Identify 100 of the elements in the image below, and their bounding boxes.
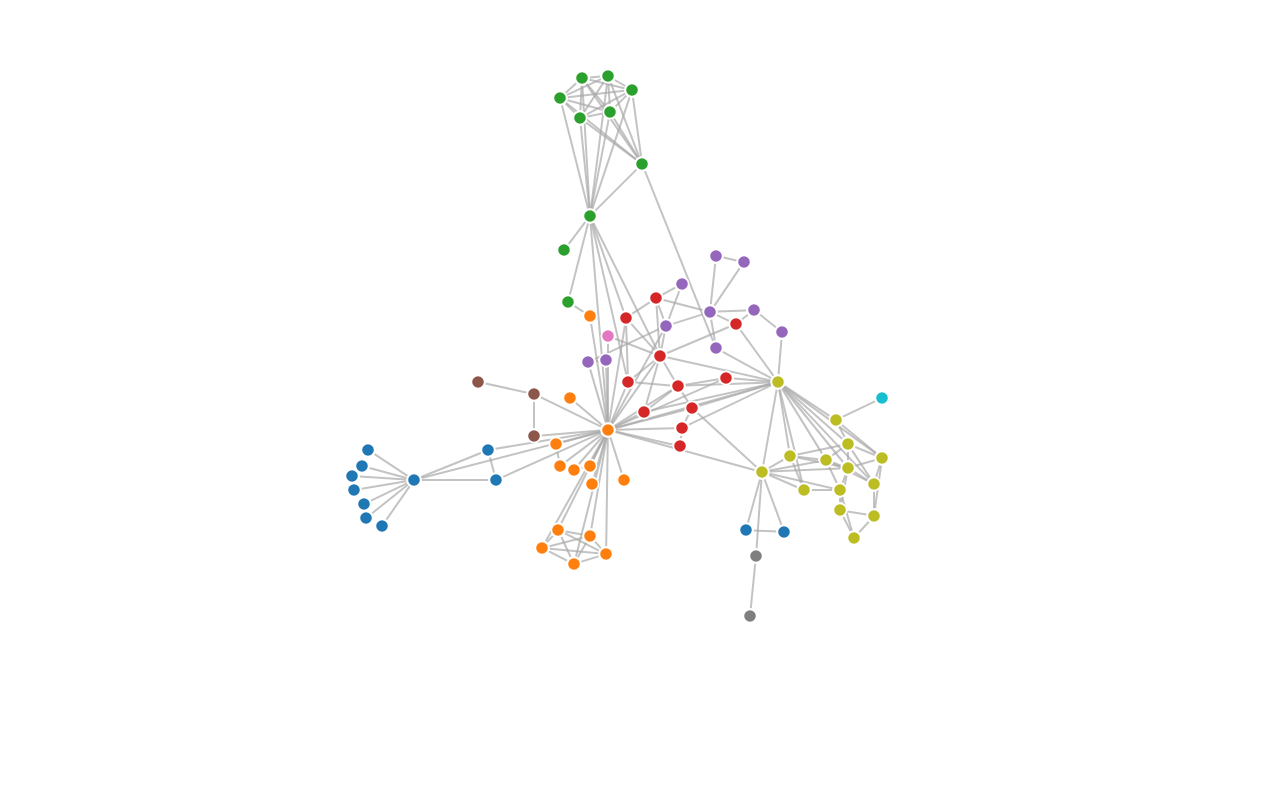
graph-edge (713, 267, 741, 307)
graph-node (708, 340, 724, 356)
graph-edge (667, 290, 681, 320)
graph-edge (722, 256, 738, 262)
graph-edge (565, 433, 603, 463)
graph-edge (502, 432, 602, 478)
graph-edge (594, 168, 638, 212)
graph-edge (759, 313, 777, 329)
graph-node (782, 448, 798, 464)
graph-edge (588, 78, 626, 90)
graph-edge (755, 478, 763, 550)
graph-node (828, 412, 844, 428)
graph-node (562, 390, 578, 406)
graph-edge (594, 328, 660, 360)
graph-node (582, 528, 598, 544)
graph-edge (567, 221, 587, 245)
graph-edge (732, 377, 772, 383)
graph-edge (370, 482, 408, 502)
graph-edge (591, 222, 625, 312)
graph-edge (828, 466, 838, 484)
graph-edge (590, 82, 608, 210)
graph-node (360, 442, 376, 458)
graph-edge (831, 447, 843, 457)
graph-edge (614, 431, 756, 471)
graph-edge (632, 96, 642, 158)
graph-edge (590, 322, 608, 424)
graph-node (580, 354, 596, 370)
graph-edge (796, 456, 842, 468)
graph-node (560, 294, 576, 310)
graph-edge (609, 436, 623, 474)
graph-node (674, 276, 690, 292)
graph-edge (741, 313, 749, 321)
graph-node (582, 458, 598, 474)
graph-node (684, 400, 700, 416)
graph-edge (544, 435, 606, 543)
graph-node (344, 468, 360, 484)
graph-node (552, 458, 568, 474)
graph-edge (578, 435, 604, 465)
graph-edge (566, 78, 602, 96)
graph-edge (590, 222, 628, 376)
graph-node (748, 548, 764, 564)
graph-edge (548, 547, 600, 555)
graph-node (600, 68, 616, 84)
graph-edge (564, 530, 584, 536)
graph-edge (593, 436, 607, 478)
graph-edge (684, 381, 772, 387)
graph-edge (781, 387, 823, 455)
graph-edge (564, 532, 600, 552)
graph-edge (672, 313, 704, 325)
graph-edge (679, 434, 683, 440)
graph-edge (716, 314, 730, 322)
graph-node (548, 436, 564, 452)
graph-edge (842, 400, 876, 418)
graph-node (746, 302, 762, 318)
graph-node (346, 482, 362, 498)
graph-edge (810, 489, 834, 491)
graph-edge (580, 555, 600, 563)
graph-edge (560, 436, 606, 524)
graph-edge (420, 431, 602, 479)
graph-edge (560, 536, 572, 558)
graph-edge (614, 380, 720, 428)
graph-edge (840, 474, 848, 504)
graph-edge (696, 412, 758, 468)
graph-edge (608, 324, 626, 424)
graph-edge (585, 92, 627, 116)
graph-edge (591, 96, 631, 210)
graph-edge (874, 464, 882, 510)
graph-edge (590, 436, 608, 530)
graph-edge (768, 460, 820, 472)
graph-edge (579, 124, 591, 210)
graph-edge (605, 436, 609, 548)
graph-edge (360, 480, 408, 490)
graph-edge (561, 104, 589, 210)
graph-edge (875, 464, 881, 478)
graph-edge (661, 286, 677, 296)
graph-edge (614, 337, 654, 355)
graph-node (550, 522, 566, 538)
graph-node (598, 546, 614, 562)
graph-node (600, 422, 616, 438)
graph-edge (420, 479, 490, 481)
graph-edge (851, 449, 871, 479)
graph-edge (721, 350, 773, 380)
graph-edge (777, 338, 783, 376)
graph-edge (657, 304, 665, 320)
graph-node (672, 438, 688, 454)
graph-edge (716, 309, 748, 313)
graph-edge (644, 170, 714, 342)
graph-node (796, 482, 812, 498)
graph-node (674, 420, 690, 436)
graph-edge (858, 520, 870, 534)
graph-edge (573, 305, 585, 313)
graph-node (846, 530, 862, 546)
graph-edge (358, 475, 408, 481)
graph-node (582, 308, 598, 324)
graph-edge (576, 541, 588, 559)
graph-node (736, 254, 752, 270)
graph-node (534, 540, 550, 556)
graph-edge (585, 121, 637, 161)
graph-edge (650, 382, 772, 412)
graph-node (480, 442, 496, 458)
